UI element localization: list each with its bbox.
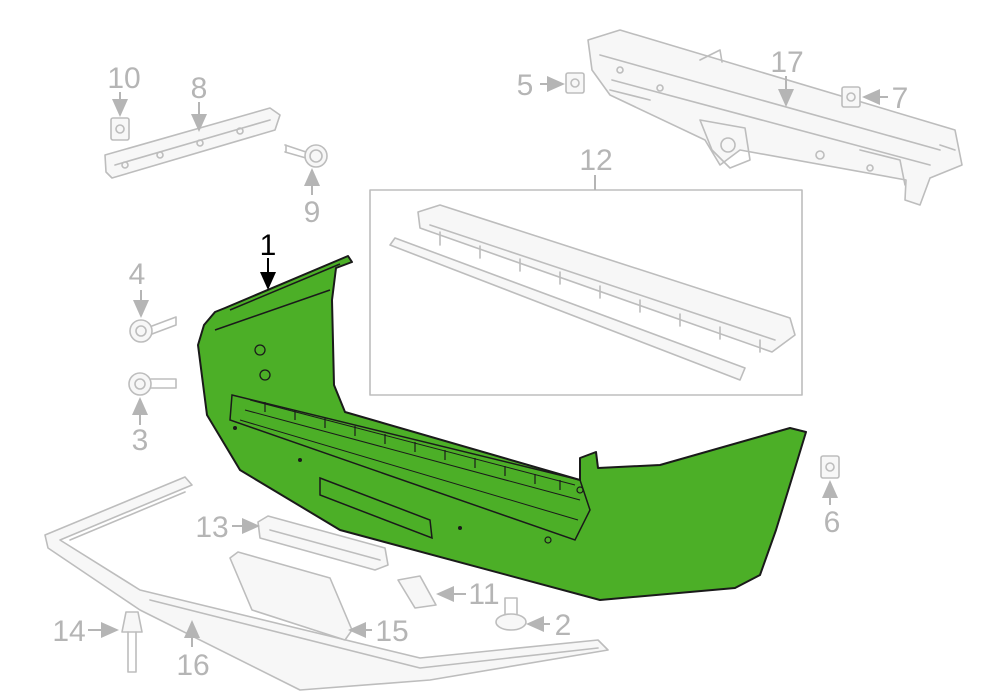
callout-5[interactable]: 5 <box>517 69 534 102</box>
callout-2[interactable]: 2 <box>555 609 572 642</box>
callout-7[interactable]: 7 <box>892 82 909 115</box>
callout-12[interactable]: 12 <box>579 144 612 177</box>
part-16-lower-fascia[interactable] <box>44 476 609 691</box>
callout-4[interactable]: 4 <box>129 258 146 291</box>
part-3-bolt[interactable] <box>128 372 177 396</box>
part-2-bolt[interactable] <box>495 597 527 631</box>
part-6-nut[interactable] <box>820 455 840 479</box>
callout-14[interactable]: 14 <box>52 615 85 648</box>
callout-3[interactable]: 3 <box>132 424 149 457</box>
callout-6[interactable]: 6 <box>824 506 841 539</box>
part-7-nut[interactable] <box>841 86 861 108</box>
callout-1[interactable]: 1 <box>260 229 277 262</box>
callout-13[interactable]: 13 <box>195 511 228 544</box>
callout-11[interactable]: 11 <box>468 578 499 611</box>
part-9-bolt[interactable] <box>284 144 328 168</box>
part-11-cover[interactable] <box>397 575 437 609</box>
part-17-reinforcement[interactable] <box>587 29 963 206</box>
part-10-nut[interactable] <box>110 117 130 141</box>
callout-17[interactable]: 17 <box>770 46 803 79</box>
part-5-nut[interactable] <box>565 72 585 94</box>
part-1-bumper-fascia[interactable] <box>197 255 807 601</box>
part-12-absorber-group[interactable] <box>369 189 803 396</box>
callout-16[interactable]: 16 <box>176 649 209 682</box>
part-13-bracket[interactable] <box>257 515 389 571</box>
part-4-bolt[interactable] <box>129 316 177 343</box>
callout-8[interactable]: 8 <box>191 72 208 105</box>
part-14-pin[interactable] <box>121 611 143 673</box>
callout-15[interactable]: 15 <box>375 615 408 648</box>
callout-9[interactable]: 9 <box>304 196 321 229</box>
part-8-bracket[interactable] <box>104 107 281 179</box>
callout-10[interactable]: 10 <box>107 62 140 95</box>
